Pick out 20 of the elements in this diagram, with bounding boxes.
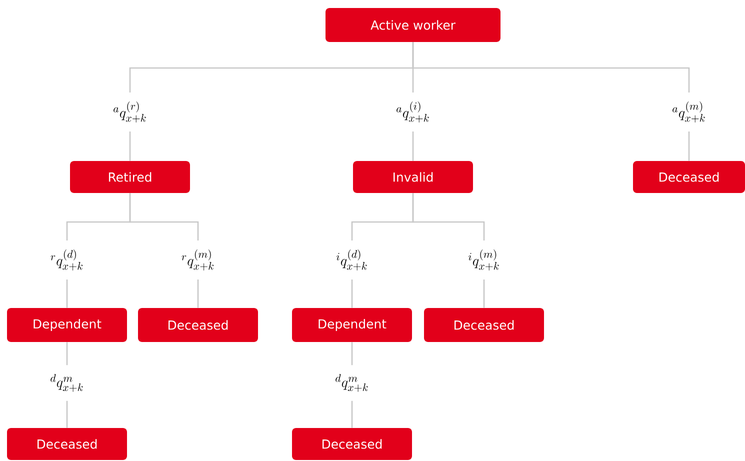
state-box: Dependent (292, 308, 412, 342)
edge-label: ${}^{d}q^{m}_{x+k}$ (48, 365, 86, 401)
edge-label: ${}^{a}q^{(m)}_{x+k}$ (670, 92, 708, 132)
state-box: Dependent (7, 308, 127, 342)
edge-label: ${}^{r}q^{(d)}_{x+k}$ (48, 240, 86, 280)
connector-line (412, 42, 690, 161)
edge-label: ${}^{a}q^{(r)}_{x+k}$ (111, 92, 149, 132)
edge-label: ${}^{i}q^{(m)}_{x+k}$ (466, 240, 502, 280)
edge-label: ${}^{i}q^{(d)}_{x+k}$ (334, 240, 370, 280)
state-box: Deceased (7, 428, 127, 460)
edge-label: ${}^{r}q^{(m)}_{x+k}$ (179, 240, 217, 280)
state-box: Deceased (633, 161, 745, 193)
state-box: Invalid (353, 161, 473, 193)
state-box: Deceased (292, 428, 412, 460)
state-box: Deceased (424, 308, 544, 342)
state-box: Active worker (326, 8, 500, 42)
edge-label: ${}^{d}q^{m}_{x+k}$ (333, 365, 371, 401)
state-box: Retired (70, 161, 190, 193)
edge-label: ${}^{a}q^{(i)}_{x+k}$ (394, 92, 432, 132)
state-box: Deceased (138, 308, 258, 342)
